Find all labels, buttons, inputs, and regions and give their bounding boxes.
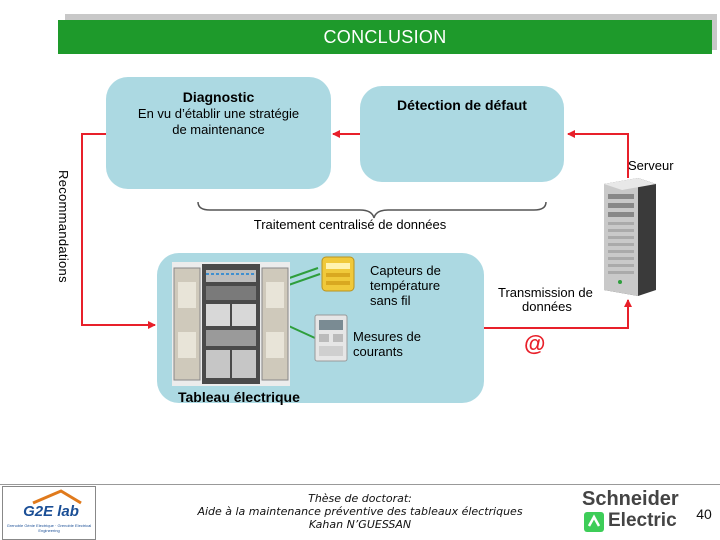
schneider-logo: Schneider Electric: [580, 488, 682, 536]
g2elab-roof-icon: [32, 489, 82, 505]
diagnostic-line1: En vu d’établir une stratégie: [137, 106, 300, 121]
schneider-life-is-on-icon: [584, 512, 604, 532]
footer-line3: Kahan N’GUESSAN: [308, 518, 412, 531]
sensors-line2: température: [370, 278, 441, 293]
page-title: CONCLUSION: [323, 26, 447, 47]
sensors-line3: sans fil: [370, 293, 411, 308]
transmission-line1: Transmission de: [498, 285, 593, 300]
footer-line1: Thèse de doctorat:: [308, 492, 412, 505]
arrow-server-to-detection: [567, 130, 629, 178]
currents-line2: courants: [353, 344, 403, 359]
arrow-transmission: [484, 299, 632, 329]
processing-label: Traitement centralisé de données: [253, 217, 447, 232]
transmission-line2: données: [522, 299, 572, 314]
server-icon: [604, 178, 656, 296]
g2elab-logo-text: G2E lab: [23, 503, 79, 520]
electrical-cabinet-image: [172, 262, 290, 386]
sensors-line1: Capteurs de: [370, 263, 441, 278]
panel-label: Tableau électrique: [178, 389, 300, 405]
detection-heading: Détection de défaut: [397, 97, 527, 113]
footer-text: Thèse de doctorat: Aide à la maintenance…: [160, 492, 560, 531]
current-meter-image: [314, 314, 348, 362]
page-number: 40: [696, 506, 712, 522]
diagnostic-line2: de maintenance: [172, 122, 265, 137]
schneider-logo-line1: Schneider: [582, 488, 679, 510]
temperature-sensor-image: [321, 256, 355, 292]
diagnostic-heading: Diagnostic: [182, 89, 255, 105]
processing-brace: [197, 201, 547, 219]
title-bar: CONCLUSION: [58, 20, 712, 54]
diagnostic-box: [106, 77, 331, 189]
recommendations-label: Recommandations: [56, 170, 71, 283]
at-symbol: @: [524, 331, 546, 356]
g2elab-logo-subtext: Grenoble Génie Electrique · Grenoble Ele…: [6, 523, 92, 533]
footer-line2: Aide à la maintenance préventive des tab…: [197, 505, 523, 518]
detection-box: [360, 86, 564, 182]
currents-line1: Mesures de: [353, 329, 421, 344]
schneider-logo-line2: Electric: [608, 510, 677, 531]
footer-divider: [0, 484, 720, 485]
server-label: Serveur: [628, 158, 674, 173]
g2elab-logo: G2E lab Grenoble Génie Electrique · Gren…: [2, 486, 96, 540]
arrow-recommendations: [81, 133, 156, 329]
